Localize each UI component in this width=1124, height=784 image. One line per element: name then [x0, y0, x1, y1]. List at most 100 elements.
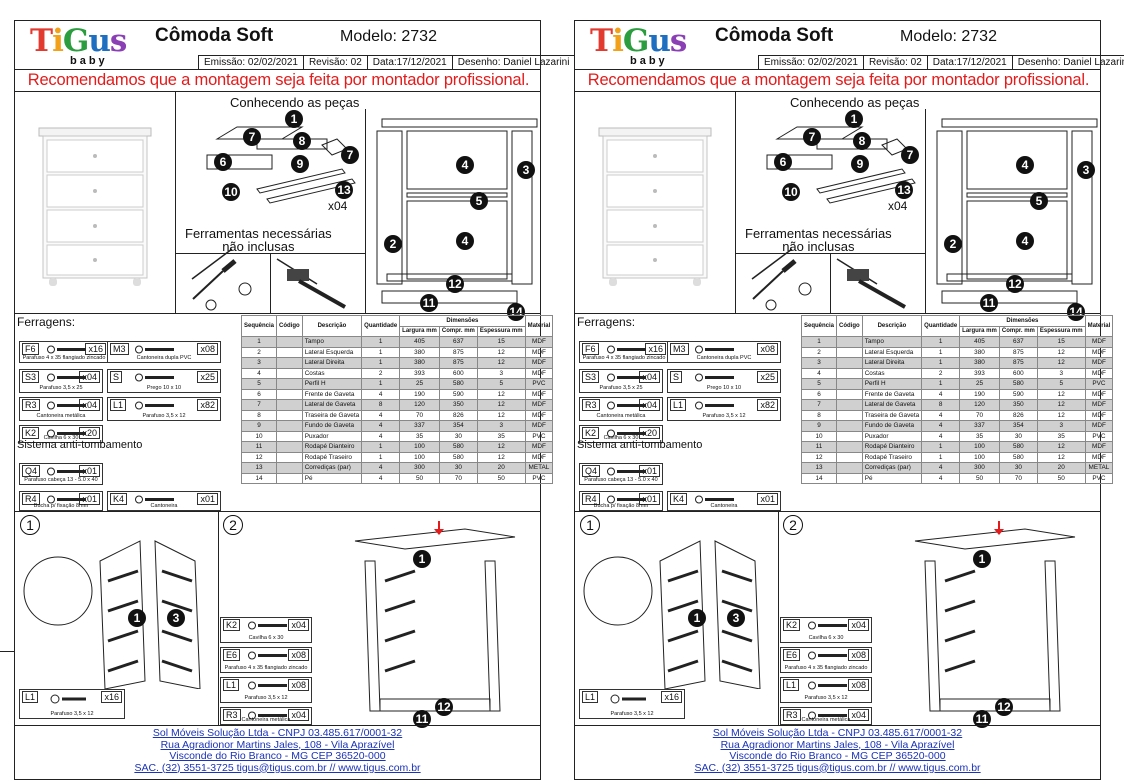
hardware-code: S — [110, 371, 123, 383]
cell-t: 3 — [476, 367, 526, 379]
footer-contact[interactable]: SAC. (32) 3551-3725 tigus@tigus.com.br /… — [694, 761, 981, 774]
hardware-caption: Parafuso 3,5 x 25 — [599, 385, 643, 391]
parts-table: Sequência Código Descrição Quantidade Di… — [800, 315, 1114, 484]
part-badge-4: 4 — [456, 156, 474, 174]
cell-seq: 6 — [800, 388, 838, 400]
cell-qty: 4 — [361, 462, 401, 474]
part-badge-10: 10 — [222, 183, 240, 201]
hardware-icon — [47, 495, 86, 504]
footer-company[interactable]: Sol Móveis Solução Ltda - CNPJ 03.485.61… — [152, 727, 403, 739]
hardware-code: S3 — [582, 371, 600, 383]
hardware-caption: Prego 10 x 10 — [146, 385, 182, 391]
cell-qty: 1 — [361, 357, 401, 369]
cell-seq: 11 — [240, 441, 278, 453]
hardware-code: F6 — [22, 343, 39, 355]
product-title: Cômoda Soft — [155, 25, 274, 46]
hardware-caption: Parafuso 3,5 x 12 — [50, 711, 94, 717]
cell-code — [836, 336, 863, 348]
step2-part-badge-1: 1 — [413, 550, 431, 568]
hardware-item: L1 x16 Parafuso 3,5 x 12 — [579, 689, 685, 719]
col-qty: Quantidade — [361, 315, 401, 337]
cell-seq: 8 — [240, 409, 278, 421]
hardware-caption: Parafuso 3,5 x 25 — [39, 385, 83, 391]
cell-qty: 1 — [361, 336, 401, 348]
step2-part-badge-11: 11 — [973, 710, 991, 728]
cell-w: 100 — [399, 441, 440, 453]
footer-city[interactable]: Visconde do Rio Branco - MG CEP 36520-00… — [169, 750, 386, 762]
cell-t: 20 — [1036, 462, 1086, 474]
cell-desc: Lateral de Gaveta — [301, 399, 363, 411]
designer: Desenho: Daniel Lazarini — [451, 56, 575, 69]
part-badge-13: 13 — [895, 181, 913, 199]
footer-address[interactable]: Rua Agradionor Martins Jales, 108 - Vila… — [160, 738, 395, 751]
cell-desc: Lateral Direita — [301, 357, 363, 369]
cell-l: 580 — [998, 451, 1038, 463]
parts-heading: Conhecendo as peças — [230, 95, 360, 110]
col-width: Largura mm — [399, 325, 440, 337]
cell-w: 300 — [959, 462, 1000, 474]
part-badge-3: 3 — [1077, 161, 1095, 179]
cell-mat: MDF — [1084, 346, 1114, 358]
tools-heading-line2: não inclusas — [222, 239, 295, 254]
screw-icon — [610, 694, 646, 704]
hardware-code: R3 — [223, 709, 241, 721]
hardware-qty: x25 — [197, 371, 218, 383]
cell-t: 50 — [476, 472, 526, 484]
cell-w: 100 — [959, 441, 1000, 453]
cell-code — [276, 378, 303, 390]
part-badge-7b: 7 — [341, 146, 359, 164]
cell-code — [836, 430, 863, 442]
footer-contact[interactable]: SAC. (32) 3551-3725 tigus@tigus.com.br /… — [134, 761, 421, 774]
cell-code — [276, 430, 303, 442]
cell-l: 875 — [438, 357, 478, 369]
logo-sub: baby — [70, 55, 108, 67]
cell-seq: 4 — [240, 367, 278, 379]
cell-mat: MDF — [524, 357, 554, 369]
logo-wordmark: TiGus — [30, 23, 127, 59]
hardware-icon — [695, 495, 734, 504]
cell-seq: 1 — [240, 336, 278, 348]
cell-mat: MDF — [524, 420, 554, 432]
step-badge-2: 2 — [783, 515, 803, 535]
cell-desc: Puxador — [861, 430, 923, 442]
part-badge-11: 11 — [980, 294, 998, 312]
cell-mat: MDF — [1084, 388, 1114, 400]
footer-city[interactable]: Visconde do Rio Branco - MG CEP 36520-00… — [729, 750, 946, 762]
cell-mat: MDF — [524, 451, 554, 463]
hardware-icon — [47, 429, 86, 438]
hardware-icon — [607, 345, 646, 354]
cell-mat: MDF — [524, 409, 554, 421]
hardware-icon — [695, 345, 734, 354]
col-material: Material — [1084, 315, 1114, 337]
step-badge-1: 1 — [20, 515, 40, 535]
footer-address[interactable]: Rua Agradionor Martins Jales, 108 - Vila… — [720, 738, 955, 751]
hardware-code: F6 — [582, 343, 599, 355]
tools-heading: Ferramentas necessárias não inclusas — [185, 227, 332, 253]
cell-code — [276, 472, 303, 484]
cell-desc: Rodapé Traseiro — [301, 451, 363, 463]
cell-qty: 1 — [921, 441, 961, 453]
cell-qty: 4 — [921, 388, 961, 400]
hardware-code: R3 — [582, 399, 600, 411]
hardware-caption: Parafuso 4 x 35 flangiado zincado — [784, 665, 868, 671]
hardware-icon — [695, 401, 734, 410]
hardware-code: K2 — [223, 619, 241, 631]
cell-seq: 11 — [800, 441, 838, 453]
hardware-item: L1 x16 Parafuso 3,5 x 12 — [19, 689, 125, 719]
divider — [575, 725, 1100, 726]
footer-company[interactable]: Sol Móveis Solução Ltda - CNPJ 03.485.61… — [712, 727, 963, 739]
tigus-logo: TiGus baby — [30, 25, 130, 75]
divider — [925, 109, 926, 313]
divider — [15, 511, 540, 512]
hardware-icon — [47, 345, 86, 354]
cell-mat: MDF — [524, 346, 554, 358]
cell-seq: 5 — [800, 378, 838, 390]
